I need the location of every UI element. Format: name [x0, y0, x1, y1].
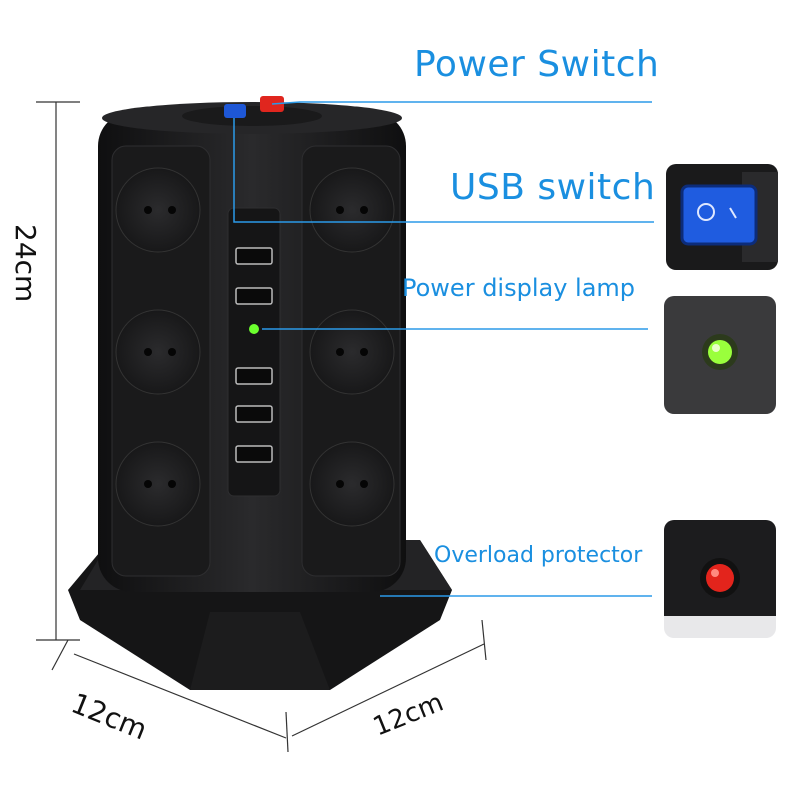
power-lamp-icon [249, 324, 259, 334]
usb-port [235, 367, 273, 385]
usb-switch-closeup [666, 164, 778, 270]
power-lamp-closeup [664, 296, 776, 414]
power-display-lamp-label: Power display lamp [402, 274, 636, 302]
usb-port [235, 287, 273, 305]
callout-lines [233, 101, 654, 597]
usb-port [235, 445, 273, 463]
usb-ports [235, 247, 273, 463]
usb-switch-toggle [224, 104, 246, 118]
socket-outlet [115, 167, 201, 253]
lamp-icon [708, 340, 732, 364]
overload-button-icon [706, 564, 734, 592]
usb-port [235, 405, 273, 423]
socket-outlet [309, 309, 395, 395]
socket-outlet [309, 167, 395, 253]
dimension-lines [36, 101, 487, 753]
socket-column-left [115, 167, 201, 527]
socket-outlet [309, 441, 395, 527]
socket-column-right [309, 167, 395, 527]
usb-switch-icon [680, 184, 758, 246]
power-switch-label: Power Switch [414, 44, 660, 85]
socket-outlet [115, 441, 201, 527]
usb-port [235, 247, 273, 265]
socket-outlet [115, 309, 201, 395]
overload-protector-label: Overload protector [434, 543, 643, 568]
height-dimension-label: 24cm [9, 224, 42, 303]
usb-switch-label: USB switch [450, 167, 656, 208]
overload-protector-closeup [664, 520, 776, 638]
